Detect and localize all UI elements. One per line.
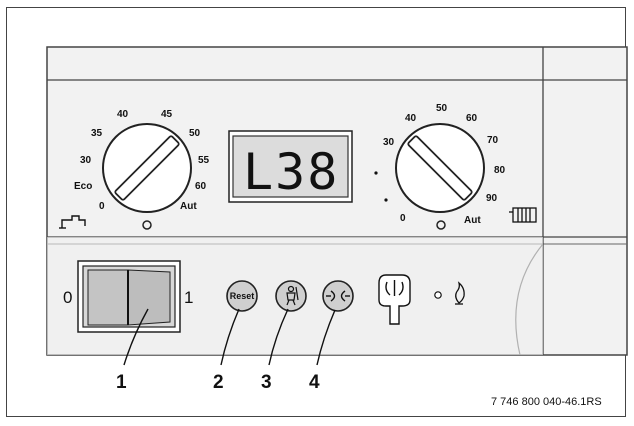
- hw-tick-50: 50: [189, 128, 201, 139]
- ht-tick-aut: Aut: [464, 215, 481, 226]
- hw-tick-eco: Eco: [74, 181, 92, 192]
- ht-tick-90: 90: [486, 193, 498, 204]
- ht-tick-40: 40: [405, 113, 417, 124]
- service-button[interactable]: [322, 280, 354, 312]
- hw-tick-45: 45: [161, 109, 173, 120]
- chimney-sweep-button[interactable]: [275, 280, 307, 312]
- hw-tick-aut: Aut: [180, 201, 197, 212]
- status-lamp: [434, 291, 442, 299]
- hot-water-dial-scale: Eco 30 35 40 45 50 55 60 Aut 0: [74, 109, 210, 212]
- heating-dial-scale: 0 30 40 50 60 70 80 90 Aut: [383, 103, 506, 226]
- dial-dot: [374, 171, 378, 175]
- service-icon: [326, 290, 350, 302]
- tap-icon: [59, 215, 86, 229]
- callout-lines: [123, 308, 336, 366]
- dial-dot: [384, 198, 388, 202]
- ht-tick-30: 30: [383, 137, 395, 148]
- reset-button[interactable]: Reset: [226, 280, 258, 312]
- switch-on-label: 1: [184, 288, 193, 307]
- main-power-switch[interactable]: [77, 260, 181, 333]
- switch-off-label: 0: [63, 288, 72, 307]
- ht-tick-50: 50: [436, 103, 448, 114]
- hot-water-dial-indicator: [142, 220, 152, 230]
- ht-tick-60: 60: [466, 113, 478, 124]
- hot-water-dial[interactable]: [102, 123, 192, 230]
- pump-icon: [378, 274, 411, 325]
- reference-number: 7 746 800 040-46.1RS: [491, 396, 602, 408]
- hw-tick-60: 60: [195, 181, 207, 192]
- digital-display: L38: [228, 130, 353, 203]
- radiator-icon: [509, 207, 537, 223]
- ht-tick-0: 0: [400, 213, 406, 224]
- callout-4: 4: [309, 372, 320, 393]
- callout-3: 3: [261, 372, 272, 393]
- callout-2: 2: [213, 372, 224, 393]
- hw-tick-55: 55: [198, 155, 210, 166]
- chimney-sweep-icon: [286, 285, 299, 306]
- hw-tick-35: 35: [91, 128, 103, 139]
- hw-tick-40: 40: [117, 109, 129, 120]
- heating-dial-indicator: [436, 220, 446, 230]
- reset-button-label: Reset: [230, 291, 255, 301]
- hw-tick-0: 0: [99, 201, 105, 212]
- ht-tick-70: 70: [487, 135, 499, 146]
- heating-dial[interactable]: [395, 123, 485, 230]
- display-code: L38: [243, 143, 339, 201]
- callout-1: 1: [116, 372, 127, 393]
- hw-tick-30: 30: [80, 155, 92, 166]
- ht-tick-80: 80: [494, 165, 506, 176]
- flame-icon: [455, 281, 465, 305]
